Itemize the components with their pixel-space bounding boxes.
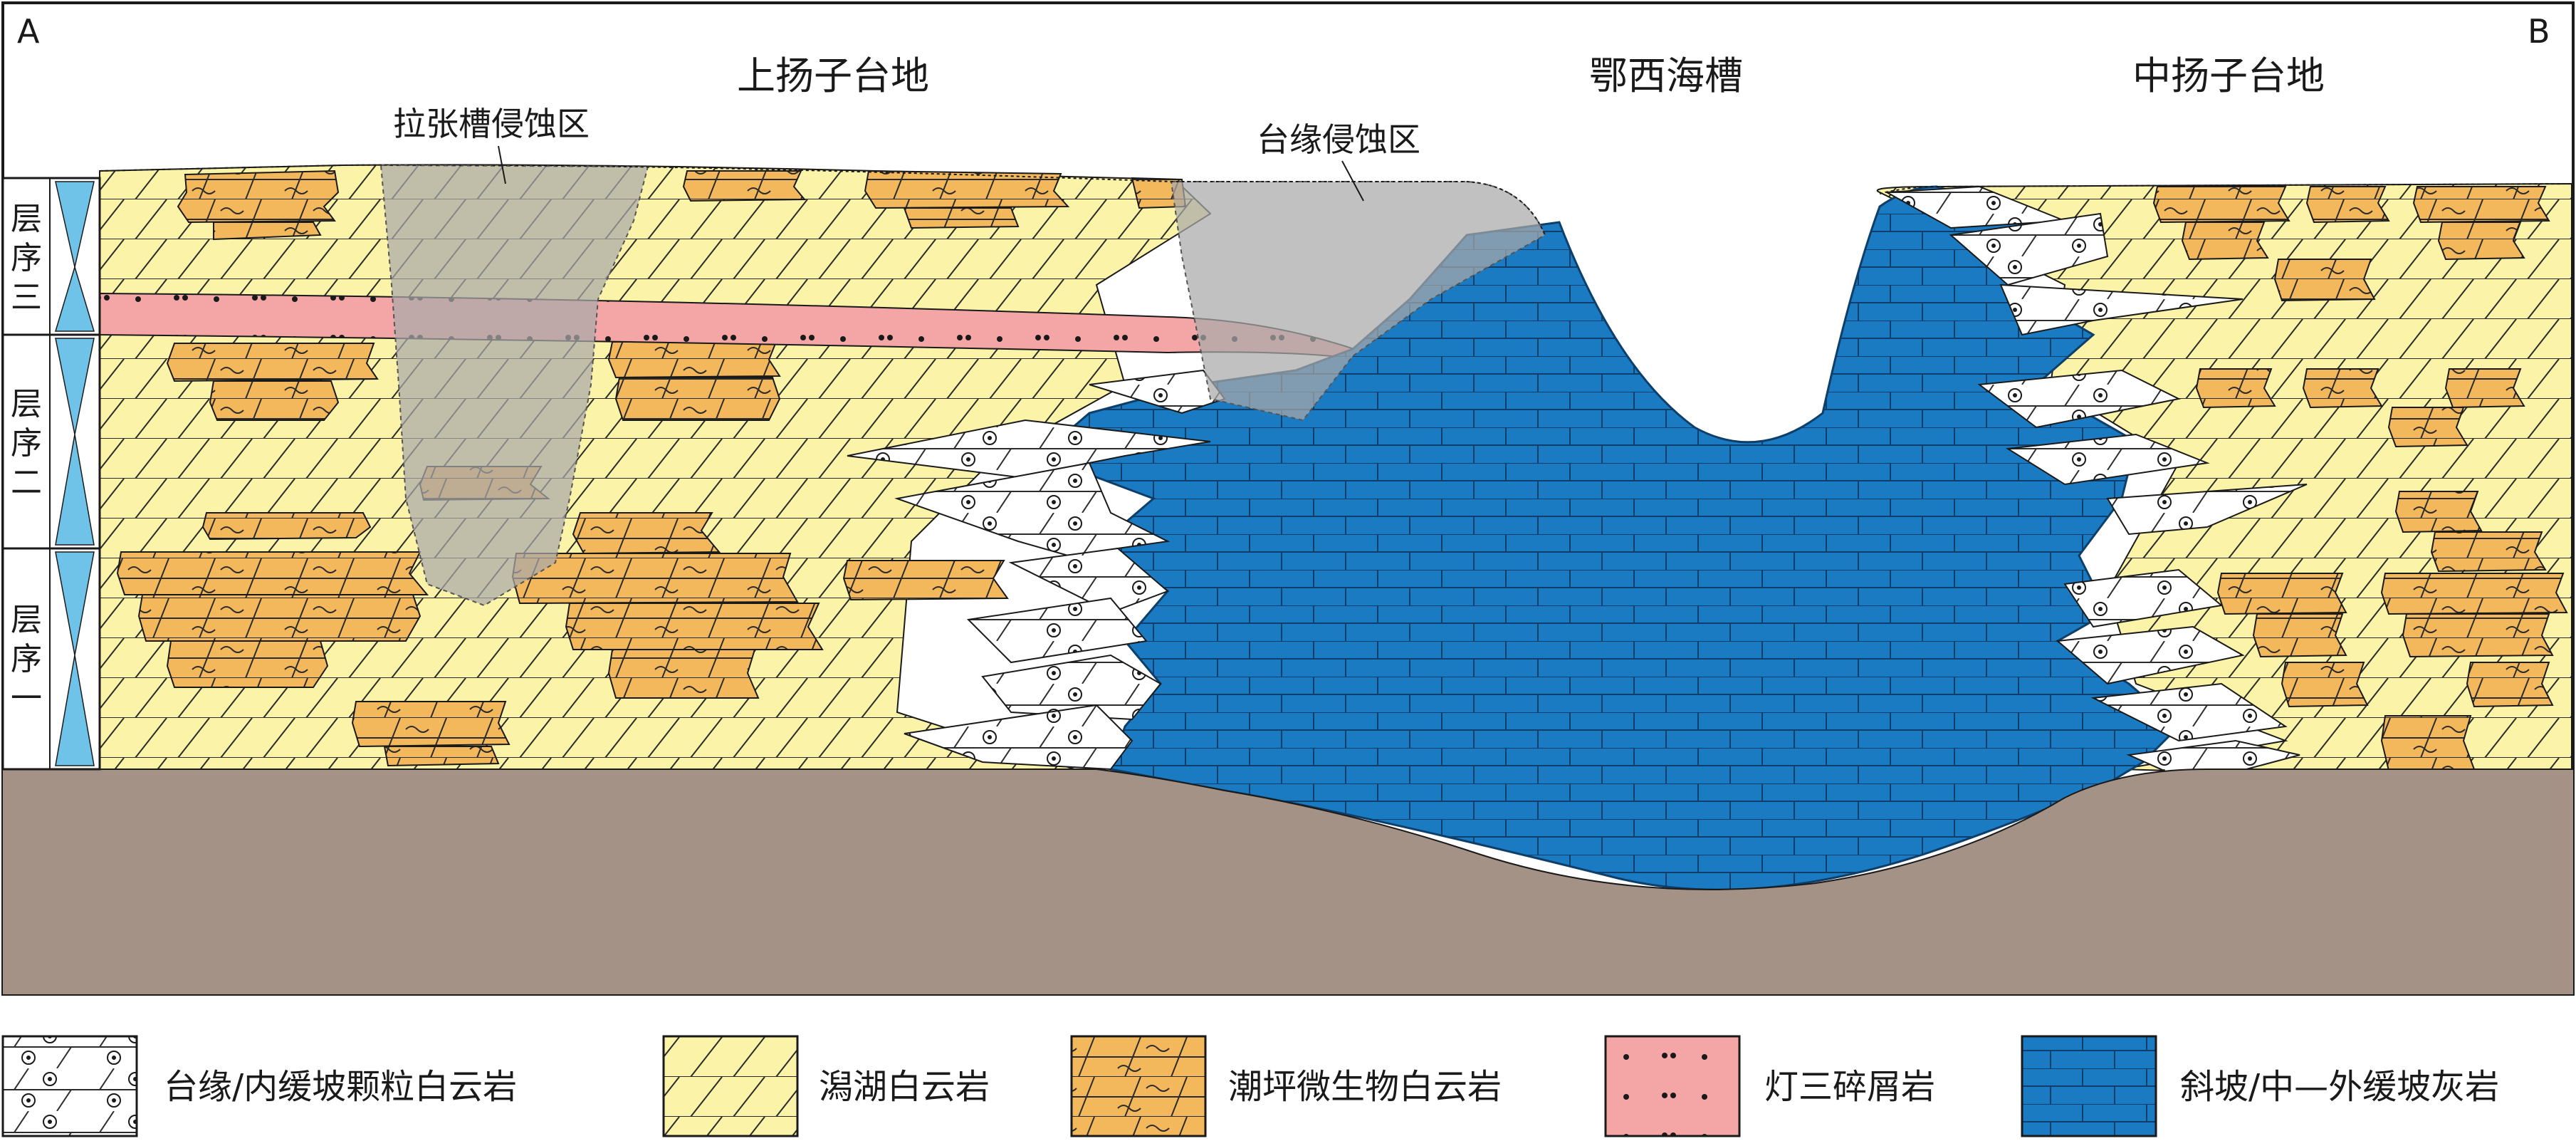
- legend-swatch-clastic: [1604, 1035, 1741, 1137]
- sequence-1-char-2: 序: [11, 641, 42, 677]
- leader-extensional-trough-erosion: [498, 145, 506, 184]
- basement: [3, 769, 2573, 994]
- sequence-3-char-1: 层: [11, 201, 42, 237]
- region-western-hubei-trough: 鄂西海槽: [1589, 53, 1743, 98]
- legend-item-clastic: 灯三碎屑岩: [1604, 1035, 1935, 1137]
- legend-item-microbial-dolomite: 潮坪微生物白云岩: [1070, 1035, 1502, 1137]
- sequence-1-char-3: 一: [11, 680, 42, 717]
- legend-item-limestone: 斜坡/中—外缓坡灰岩: [2021, 1035, 2499, 1137]
- cross-section-body: [3, 164, 2573, 994]
- label-extensional-trough-erosion: 拉张槽侵蚀区: [393, 105, 590, 143]
- legend-swatch-grain-dolomite: [1, 1035, 138, 1137]
- label-margin-erosion: 台缘侵蚀区: [1257, 120, 1420, 159]
- legend-label-lagoon-dolomite: 潟湖白云岩: [819, 1067, 990, 1107]
- region-middle-yangtze-platform: 中扬子台地: [2132, 53, 2325, 98]
- sequence-2-char-2: 序: [11, 425, 42, 462]
- legend-swatch-limestone: [2021, 1035, 2157, 1137]
- sequence-3-char-3: 三: [11, 279, 42, 316]
- left-margin-grain-dolomite: [847, 369, 1226, 771]
- legend-label-clastic: 灯三碎屑岩: [1764, 1067, 1935, 1107]
- section-end-label: B: [2528, 12, 2550, 51]
- sequence-column: [1, 177, 101, 771]
- sequence-3-char-2: 序: [11, 240, 42, 276]
- legend-label-grain-dolomite: 台缘/内缓坡颗粒白云岩: [164, 1067, 517, 1107]
- legend-label-limestone: 斜坡/中—外缓坡灰岩: [2180, 1067, 2499, 1107]
- sequence-labels: 层 序 三 层 序 二 层 序 一: [11, 201, 42, 717]
- margin-erosion-zone: [1170, 181, 1546, 422]
- sequence-1-char-1: 层: [11, 602, 42, 638]
- sequence-2-char-1: 层: [11, 386, 42, 422]
- region-upper-yangtze-platform: 上扬子台地: [737, 53, 929, 98]
- legend-item-lagoon-dolomite: 潟湖白云岩: [662, 1035, 990, 1137]
- leader-margin-erosion: [1341, 160, 1364, 202]
- legend-swatch-microbial-dolomite: [1070, 1035, 1207, 1137]
- legend-label-microbial-dolomite: 潮坪微生物白云岩: [1228, 1067, 1502, 1107]
- legend-item-grain-dolomite: 台缘/内缓坡颗粒白云岩: [1, 1035, 517, 1137]
- legend: 台缘/内缓坡颗粒白云岩 潟湖白云岩 潮坪微生物白云岩 灯三碎屑岩 斜坡/中—外缓…: [1, 1035, 2499, 1137]
- section-start-label: A: [17, 12, 40, 51]
- platform-top-line: [99, 164, 2572, 236]
- extensional-trough-erosion-zone: [379, 164, 649, 607]
- legend-swatch-lagoon-dolomite: [662, 1035, 799, 1137]
- sequence-2-char-3: 二: [11, 464, 42, 501]
